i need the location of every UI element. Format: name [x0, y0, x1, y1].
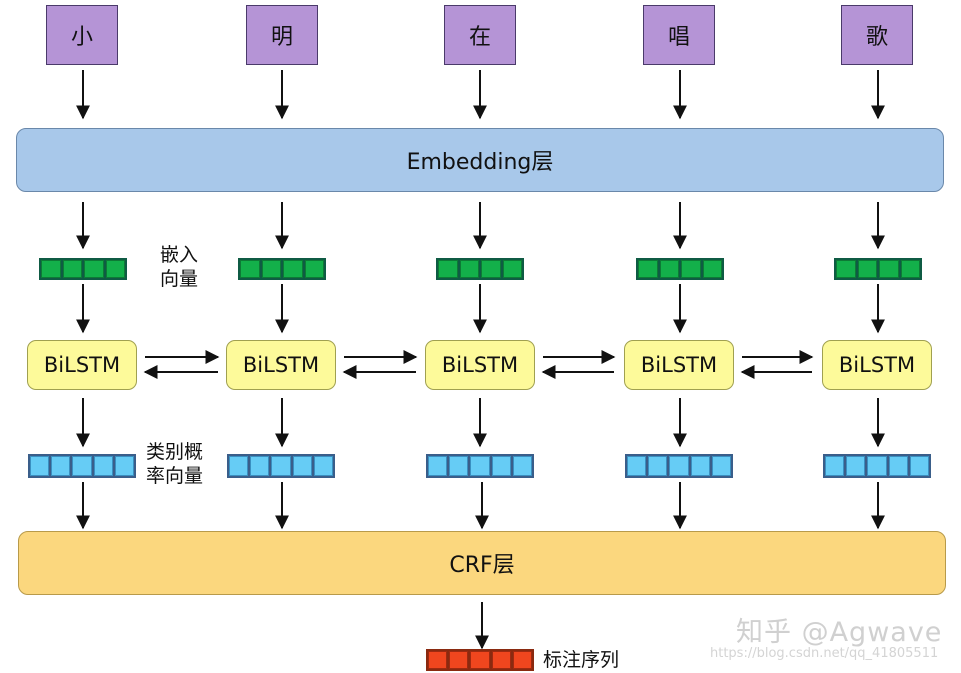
input-char-label: 在	[468, 25, 491, 50]
bilstm-label: BiLSTM	[43, 353, 121, 377]
input-char-label: 唱	[667, 25, 690, 50]
input-char-2: 明	[246, 5, 318, 65]
embedding-layer: Embedding层	[16, 128, 944, 192]
embedding-vector-2	[238, 258, 326, 280]
bilstm-label: BiLSTM	[838, 353, 916, 377]
input-char-4: 唱	[643, 5, 715, 65]
probability-vector-3	[426, 454, 534, 478]
label-line: 嵌入	[160, 244, 199, 266]
probability-vector-2	[227, 454, 335, 478]
bilstm-label: BiLSTM	[441, 353, 519, 377]
label-line: 率向量	[146, 465, 204, 487]
probability-vector-label: 类别概 率向量	[146, 440, 203, 488]
embedding-vector-4	[636, 258, 724, 280]
output-sequence-vector	[426, 649, 534, 671]
label-line: 向量	[160, 268, 199, 290]
input-char-1: 小	[46, 5, 118, 65]
input-char-label: 小	[70, 25, 93, 50]
embedding-vector-1	[39, 258, 127, 280]
probability-vector-4	[625, 454, 733, 478]
bilstm-node-2: BiLSTM	[226, 340, 336, 390]
output-sequence-label: 标注序列	[543, 649, 620, 671]
watermark-zhihu: 知乎 @Agwave	[736, 617, 943, 648]
bilstm-node-1: BiLSTM	[27, 340, 137, 390]
embedding-layer-label: Embedding层	[406, 150, 554, 175]
label-line: 类别概	[146, 441, 204, 463]
embedding-vector-5	[834, 258, 922, 280]
input-char-5: 歌	[841, 5, 913, 65]
bilstm-node-4: BiLSTM	[624, 340, 734, 390]
embedding-vector-label: 嵌入 向量	[160, 243, 198, 291]
bilstm-node-3: BiLSTM	[425, 340, 535, 390]
bilstm-node-5: BiLSTM	[822, 340, 932, 390]
bilstm-label: BiLSTM	[640, 353, 718, 377]
input-char-3: 在	[444, 5, 516, 65]
input-char-label: 歌	[865, 25, 888, 50]
bilstm-label: BiLSTM	[242, 353, 320, 377]
input-char-label: 明	[270, 25, 293, 50]
crf-layer-label: CRF层	[449, 553, 515, 578]
watermark-url: https://blog.csdn.net/qq_41805511	[710, 646, 939, 661]
probability-vector-1	[28, 454, 136, 478]
probability-vector-5	[823, 454, 931, 478]
embedding-vector-3	[436, 258, 524, 280]
crf-layer: CRF层	[18, 531, 946, 595]
